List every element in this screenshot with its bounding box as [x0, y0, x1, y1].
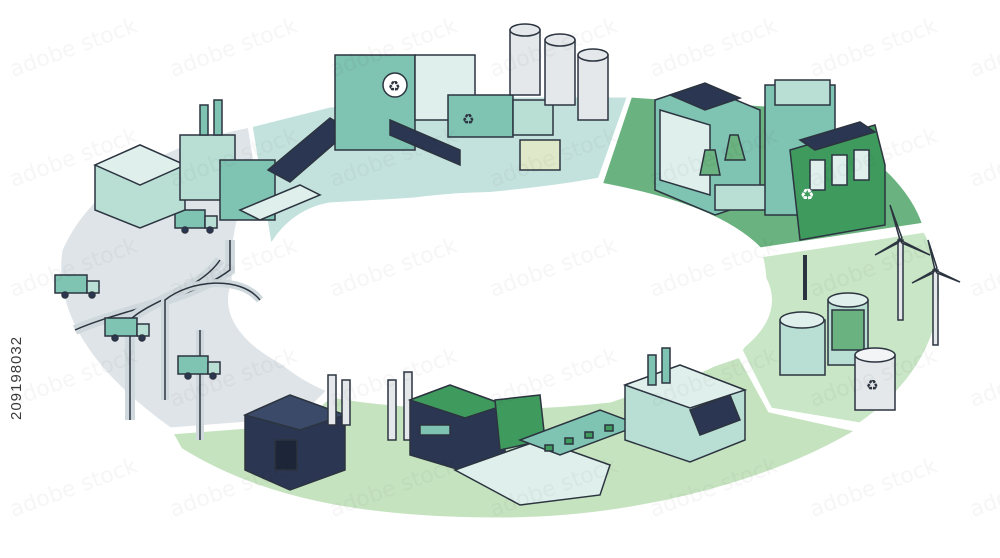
image-id-label: 209198032 [8, 335, 25, 420]
